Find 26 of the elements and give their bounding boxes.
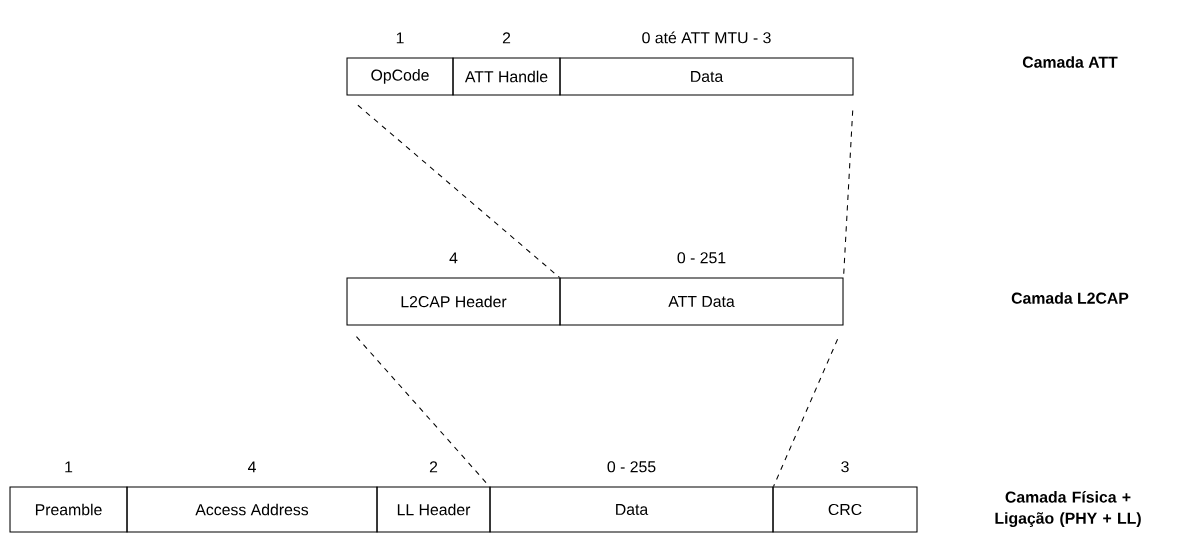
layer-label: Camada L2CAP — [1011, 292, 1129, 304]
field-box: ATT Data — [559, 277, 844, 326]
size-label: 0 - 251 — [677, 252, 726, 264]
dashed-line — [773, 338, 839, 487]
layer-label: Camada Física + Ligação (PHY + LL) — [995, 490, 1141, 527]
field-box: LL Header — [376, 486, 491, 533]
size-label: 1 — [65, 461, 73, 473]
field-box: OpCode — [346, 57, 454, 96]
size-label: 4 — [247, 461, 256, 473]
field-box: ATT Handle — [452, 57, 561, 96]
field-box: Access Address — [126, 486, 378, 533]
layer-label: Camada ATT — [1022, 56, 1118, 68]
size-label: 1 — [396, 32, 404, 44]
size-label: 4 — [449, 252, 458, 264]
size-label: 3 — [841, 461, 849, 473]
size-label: 2 — [429, 461, 438, 473]
size-label: 2 — [502, 32, 511, 44]
field-box: Preamble — [9, 486, 128, 533]
field-box: CRC — [772, 486, 918, 533]
dashed-line — [357, 104, 560, 278]
field-box: Data — [559, 57, 854, 96]
size-label: 0 - 255 — [607, 461, 656, 473]
size-label: 0 até ATT MTU - 3 — [642, 31, 771, 44]
dashed-line — [355, 336, 490, 487]
field-box: L2CAP Header — [346, 277, 561, 326]
field-box: Data — [489, 486, 774, 533]
